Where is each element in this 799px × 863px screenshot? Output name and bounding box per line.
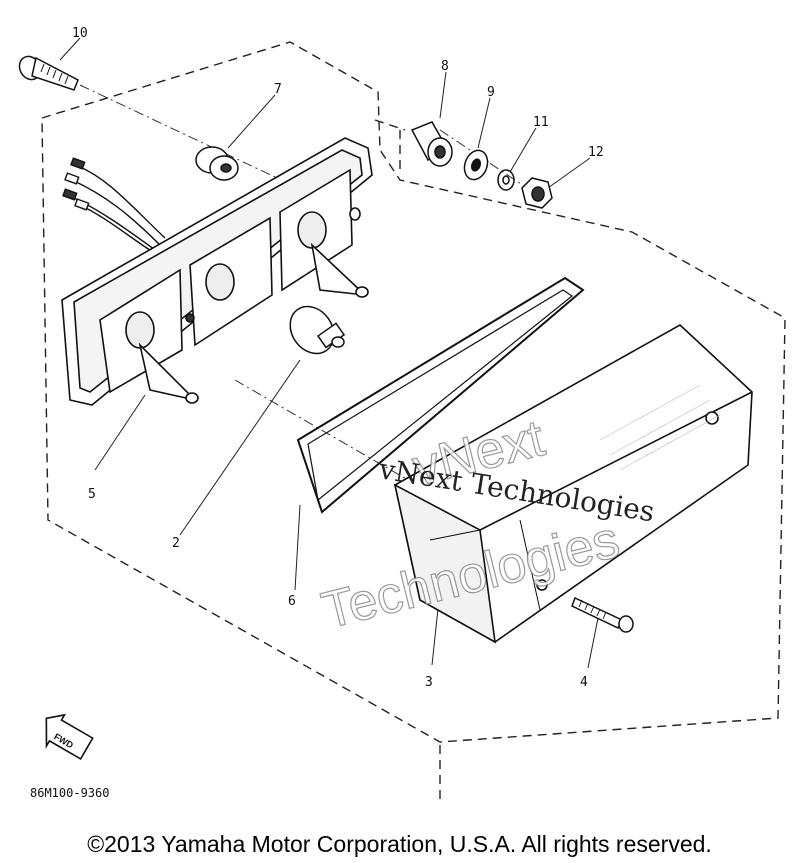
callout-9: 9 (487, 85, 495, 100)
callout-11: 11 (533, 115, 549, 130)
copyright-notice: ©2013 Yamaha Motor Corporation, U.S.A. A… (87, 831, 712, 857)
grommet-part-7 (195, 146, 239, 181)
callout-numbers: 10 7 8 9 11 12 5 2 6 3 4 (72, 26, 604, 690)
callout-4: 4 (580, 675, 588, 690)
screw-part-10 (18, 55, 79, 91)
tail-light-exploded-diagram: vNext Technologies vNext Technologies 10… (18, 26, 786, 805)
lens-screw-part-4 (571, 596, 634, 633)
washer-part-9 (463, 149, 489, 181)
callout-2: 2 (172, 536, 180, 551)
lens-part-3 (393, 324, 753, 644)
part-code: 86M100-9360 (30, 786, 109, 800)
callout-10: 10 (72, 26, 88, 41)
callout-leaders (59, 37, 599, 669)
assembly-boundary (41, 41, 786, 805)
wire-harness (62, 157, 166, 259)
callout-6: 6 (288, 594, 296, 609)
callout-12: 12 (588, 145, 604, 160)
callout-3: 3 (425, 675, 433, 690)
callout-7: 7 (274, 82, 282, 97)
gasket-part-6 (296, 276, 585, 514)
fwd-arrow-icon: FWD (45, 713, 94, 760)
callout-5: 5 (88, 487, 96, 502)
lamp-housing-part-5 (61, 137, 373, 406)
callout-8: 8 (441, 59, 449, 74)
nut-part-12 (521, 177, 553, 209)
lock-washer-part-11 (497, 169, 515, 191)
watermark-line-2a: vNext (407, 409, 551, 498)
bulb-part-2 (289, 305, 346, 355)
collar-part-8 (410, 121, 453, 167)
